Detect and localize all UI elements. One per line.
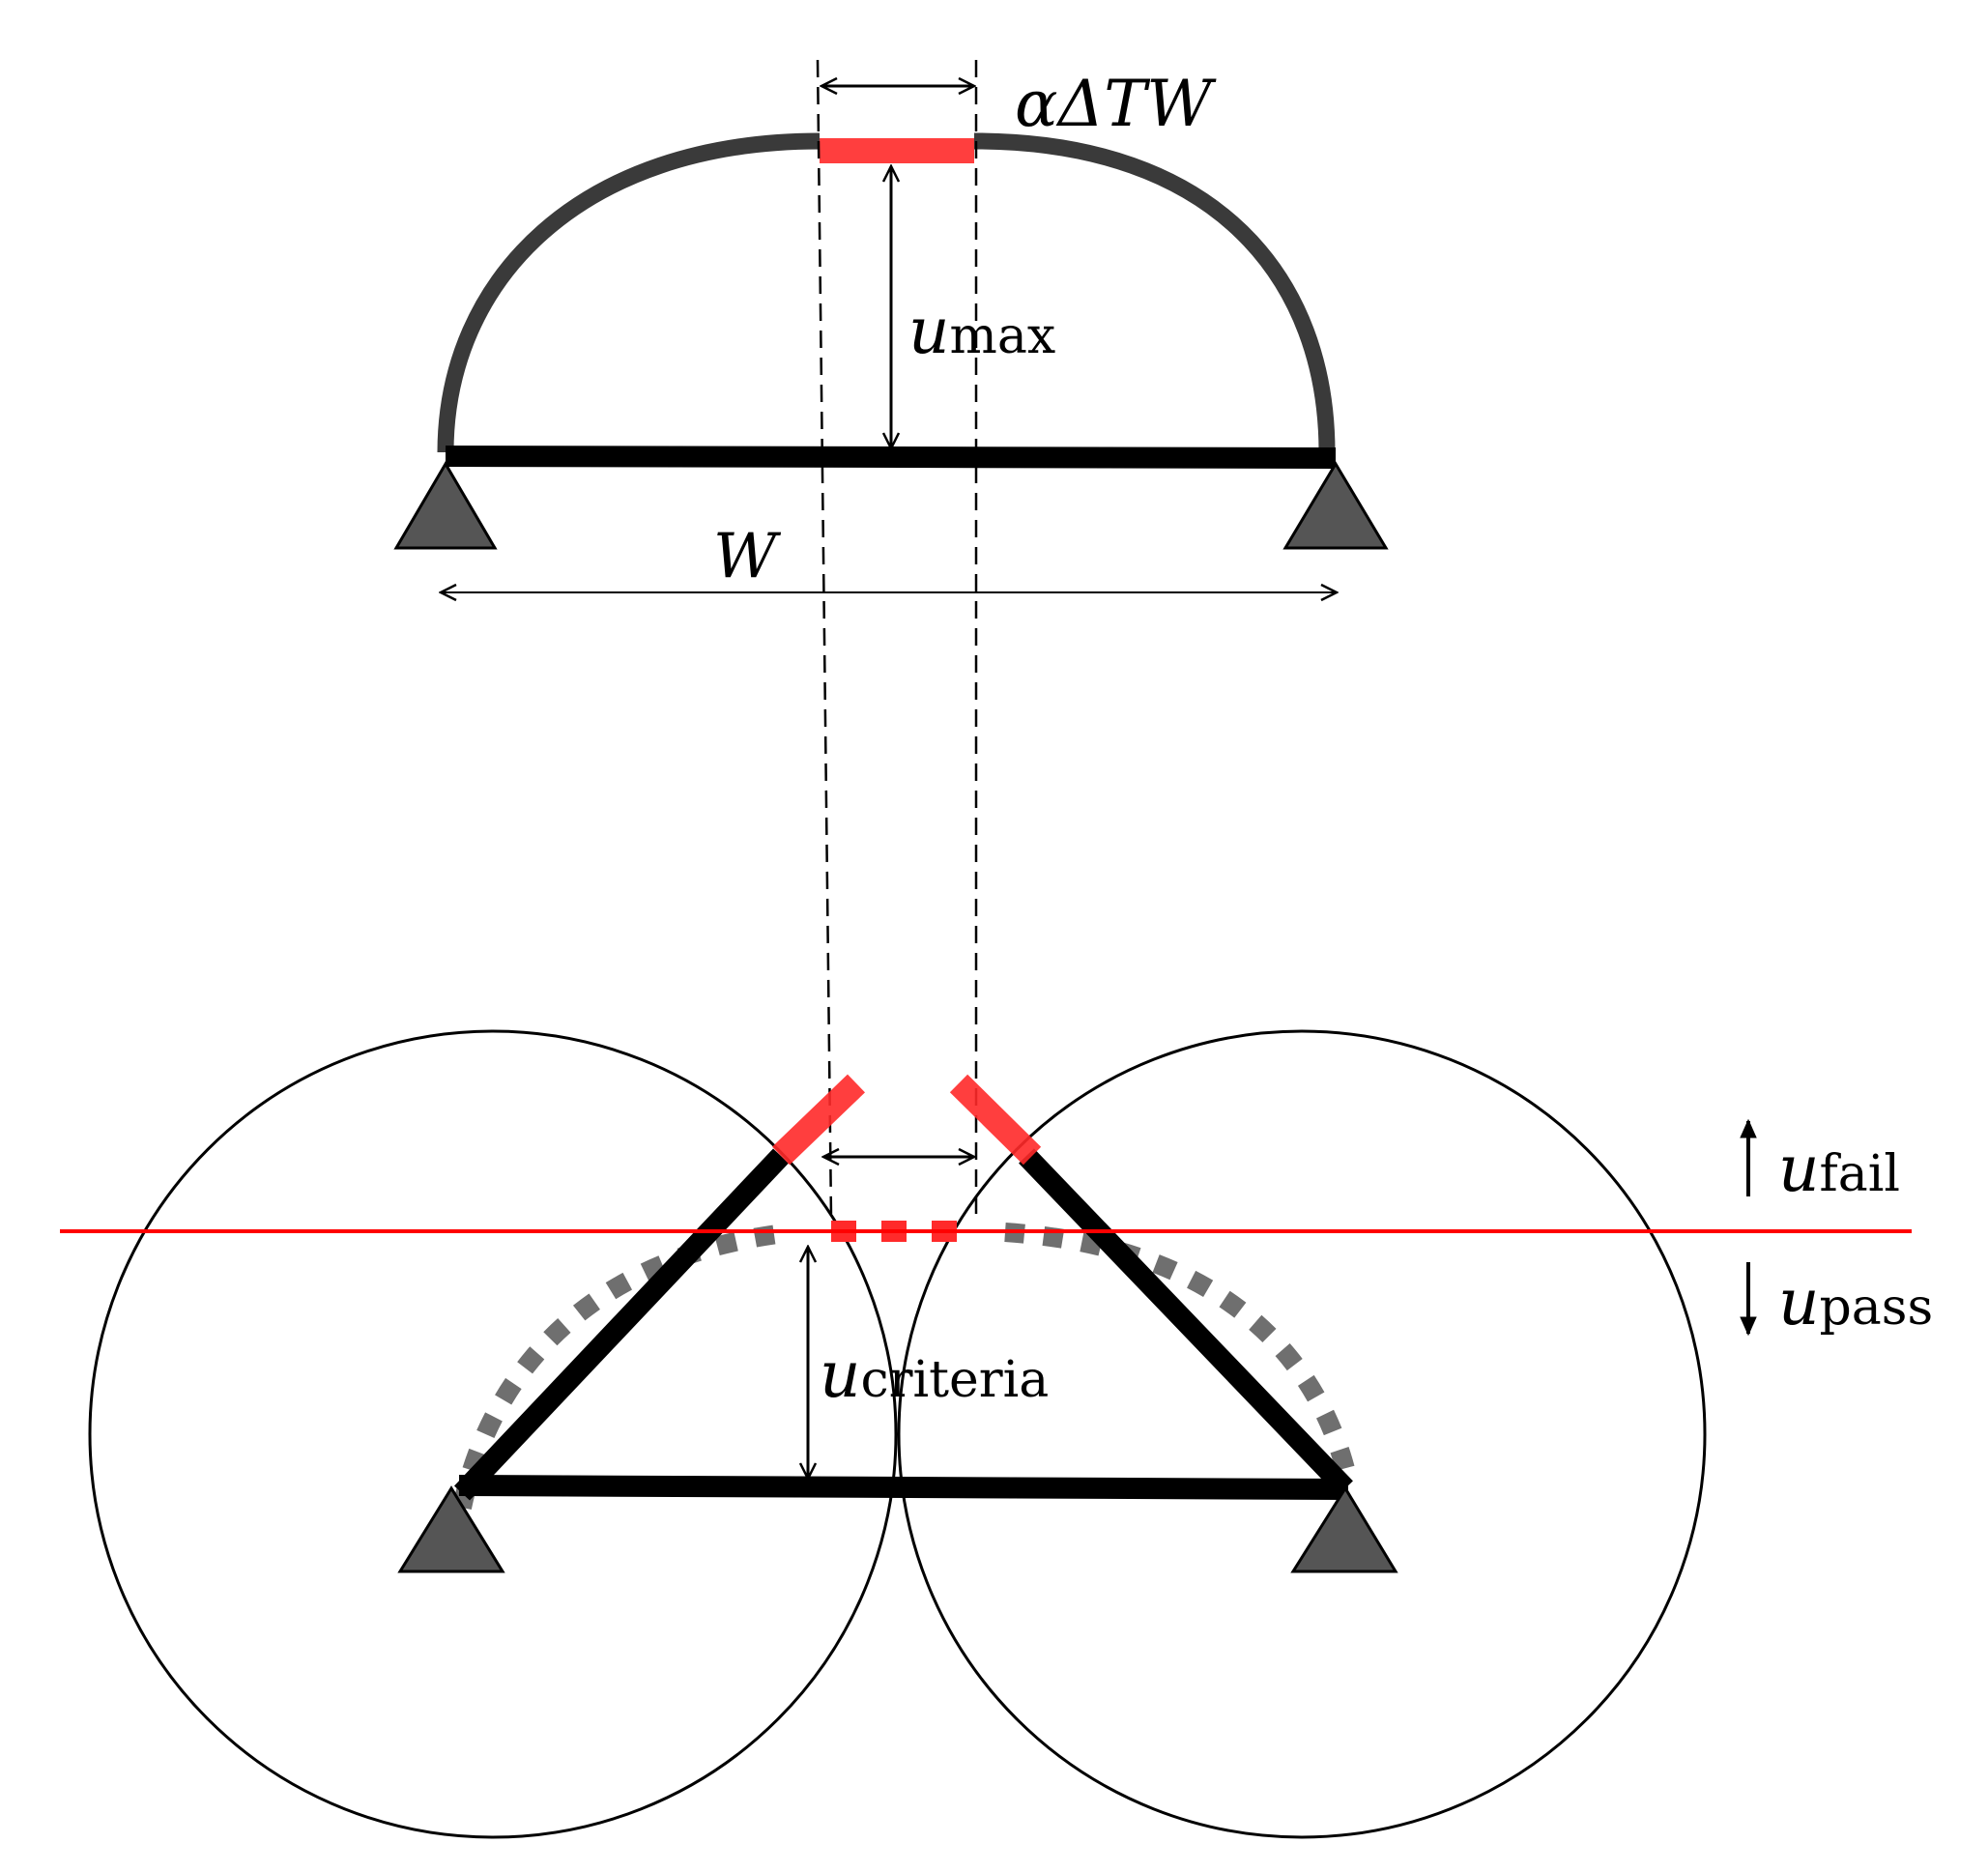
- expansion-piece-right: [949, 1074, 1042, 1166]
- original-beam-bottom: [458, 1475, 1349, 1500]
- expansion-piece-left: [771, 1074, 866, 1166]
- rotation-circle-left: [88, 1029, 898, 1839]
- projection-line-left: [816, 59, 833, 1219]
- original-beam-top: [445, 446, 1337, 469]
- triangle-support-icon: [393, 461, 498, 550]
- u-max-label: umax: [908, 294, 1055, 368]
- inclined-member-right: [1019, 1148, 1353, 1496]
- expanded-beam-arch-left: [437, 132, 821, 453]
- triangle-support-icon: [1290, 1485, 1398, 1573]
- expansion-label: αΔTW: [1015, 67, 1217, 141]
- rotation-circle-right: [897, 1029, 1707, 1839]
- u-pass-label: upass: [1778, 1265, 1933, 1339]
- inclined-member-left: [454, 1148, 789, 1501]
- deflected-shape-dotted-right: [1004, 1223, 1355, 1472]
- expanded-beam-arch-right: [973, 132, 1336, 453]
- width-label: W: [713, 521, 782, 592]
- triangle-support-icon: [397, 1485, 505, 1573]
- u-fail-label: ufail: [1778, 1132, 1900, 1206]
- deflected-shape-dotted-left: [452, 1223, 794, 1511]
- u-criteria-label: ucriteria: [820, 1338, 1049, 1412]
- triangle-support-icon: [1282, 461, 1389, 550]
